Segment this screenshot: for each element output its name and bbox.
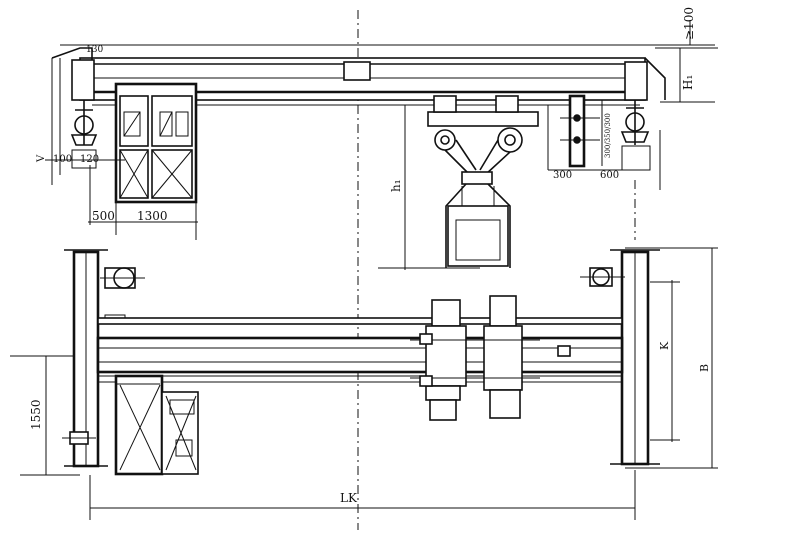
grab-bucket: [445, 171, 511, 268]
label-b: B: [698, 364, 711, 372]
label-clearance-top: ≥100: [682, 7, 696, 40]
dimension-labels: ≥100 130 H₁ h₁ V 100 120 500 1300 300 60…: [29, 7, 711, 505]
label-300: 300: [553, 170, 572, 181]
right-end-truck: [580, 247, 718, 469]
elevation-view: [45, 20, 718, 270]
right-runway-wheel: [620, 100, 661, 190]
right-end-detail: [547, 94, 625, 171]
label-120: 120: [80, 154, 99, 165]
trolley-hoist: [427, 95, 539, 176]
label-lk: LK: [340, 491, 358, 505]
label-v: V: [36, 154, 47, 163]
label-k: K: [658, 341, 671, 350]
label-h1-right: H₁: [681, 75, 695, 90]
plan-view: [10, 247, 718, 520]
label-rail-options: 300/350/300: [604, 113, 612, 158]
left-end-truck: [62, 249, 145, 468]
operator-cab: [114, 82, 198, 204]
label-1300: 1300: [137, 209, 168, 223]
label-130: 130: [86, 45, 103, 55]
center-junction-box: [343, 61, 371, 81]
label-600: 600: [600, 170, 619, 181]
cab-plan: [114, 374, 199, 476]
label-500: 500: [92, 209, 115, 223]
trolley-plan: [410, 295, 571, 421]
left-runway-wheel: [70, 100, 98, 169]
label-100: 100: [53, 154, 72, 165]
label-1550: 1550: [29, 399, 43, 430]
girders-plan: [96, 317, 624, 383]
label-h-hook: h₁: [389, 179, 403, 192]
